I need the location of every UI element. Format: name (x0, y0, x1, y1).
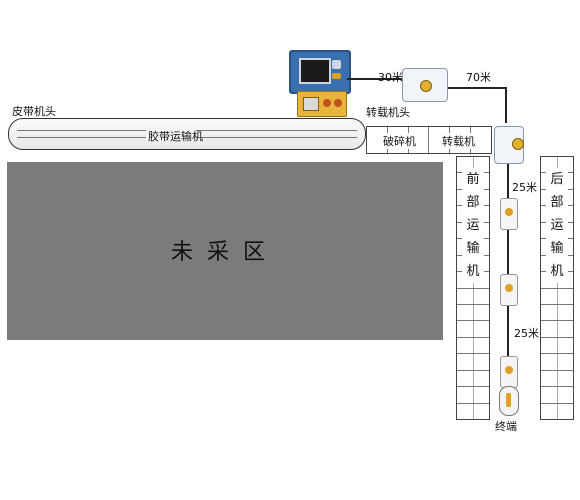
transfer-head-label: 转载机头 (366, 106, 410, 119)
distance-70m-label: 70米 (466, 71, 491, 84)
distance-25m-label: 25米 (512, 181, 537, 194)
sensor-node-icon (500, 198, 518, 230)
monitor-device-icon (289, 50, 351, 94)
junction-box-icon (494, 126, 524, 164)
rear-conveyor-char: 部 (546, 191, 568, 214)
distance-30m-label: 30米 (378, 71, 403, 84)
belt-head-label: 皮带机头 (12, 105, 56, 118)
rear-conveyor-char: 输 (546, 237, 568, 260)
crusher-label: 破碎机 (382, 133, 417, 149)
sensor-node-icon (500, 356, 518, 388)
belt-conveyor-label: 胶带运输机 (148, 130, 203, 143)
distance-25m-label: 25米 (514, 327, 539, 340)
rear-conveyor-char: 运 (546, 214, 568, 237)
junction-box-icon (402, 68, 448, 102)
front-conveyor-char: 前 (462, 168, 484, 191)
rear-conveyor-char: 机 (546, 260, 568, 283)
transfer-label: 转载机 (441, 133, 476, 149)
unmined-area: 未采区 (7, 162, 443, 340)
front-conveyor-char: 运 (462, 214, 484, 237)
unmined-area-label: 未采区 (170, 240, 279, 265)
front-conveyor-char: 输 (462, 237, 484, 260)
terminal-icon (499, 386, 519, 416)
front-conveyor-char: 部 (462, 191, 484, 214)
sensor-node-icon (500, 274, 518, 306)
terminal-label: 终端 (495, 420, 517, 433)
front-conveyor-char: 机 (462, 260, 484, 283)
rear-conveyor-char: 后 (546, 168, 568, 191)
power-box-icon (297, 91, 347, 117)
